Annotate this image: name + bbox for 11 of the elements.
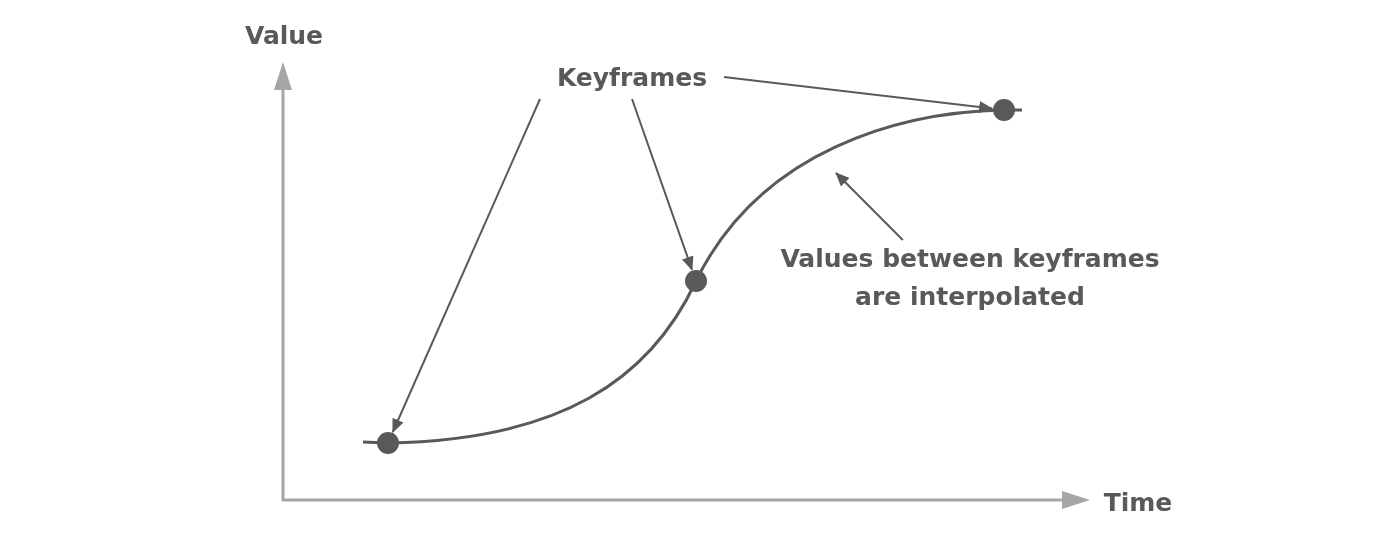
arrow xyxy=(391,98,541,433)
axis-title: Value xyxy=(243,20,325,52)
axis-title: Time xyxy=(1102,487,1174,519)
annotation-text: Values between keyframes are interpolated xyxy=(760,240,1180,316)
keyframe-dot xyxy=(993,99,1015,121)
arrow xyxy=(835,172,904,241)
keyframe-dot xyxy=(685,270,707,292)
keyframe-dot xyxy=(377,432,399,454)
arrow xyxy=(723,76,994,114)
arrow xyxy=(631,98,694,271)
keyframes-label: Keyframes xyxy=(540,59,724,99)
